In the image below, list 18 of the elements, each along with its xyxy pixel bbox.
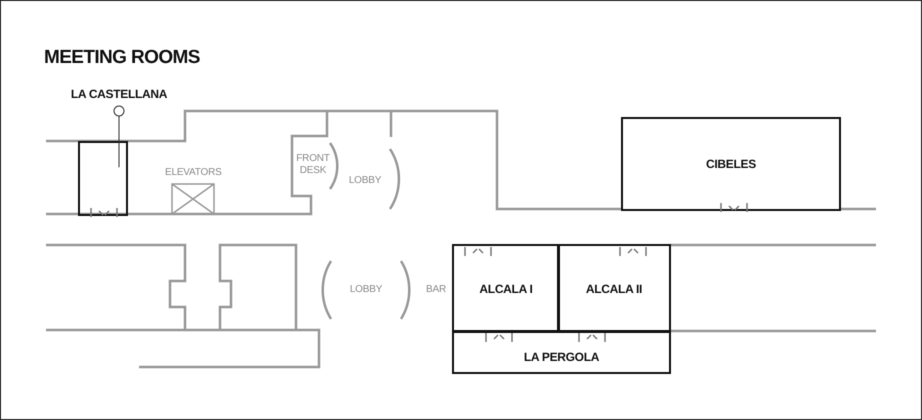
room-label: LA CASTELLANA [57,87,181,105]
room-outline [452,330,671,374]
room-name: LA PERGOLA [524,350,600,364]
elevator-label: ELEVATORS [165,167,221,179]
leader-line [114,106,124,168]
room-outline [557,244,671,333]
title: MEETING ROOMS [44,47,200,69]
room-name: ALCALA I [479,282,533,296]
area-label: LOBBY [348,284,384,296]
elevator-block [165,167,221,216]
room-outline [621,117,841,211]
room-outline [452,244,560,333]
room-name: ALCALA II [586,282,642,296]
area-label: BAR [425,284,447,296]
area-label: LOBBY [348,175,382,187]
room-name: CIBELES [706,157,756,171]
room-outline [78,141,128,216]
area-label: FRONT DESK [295,153,331,177]
